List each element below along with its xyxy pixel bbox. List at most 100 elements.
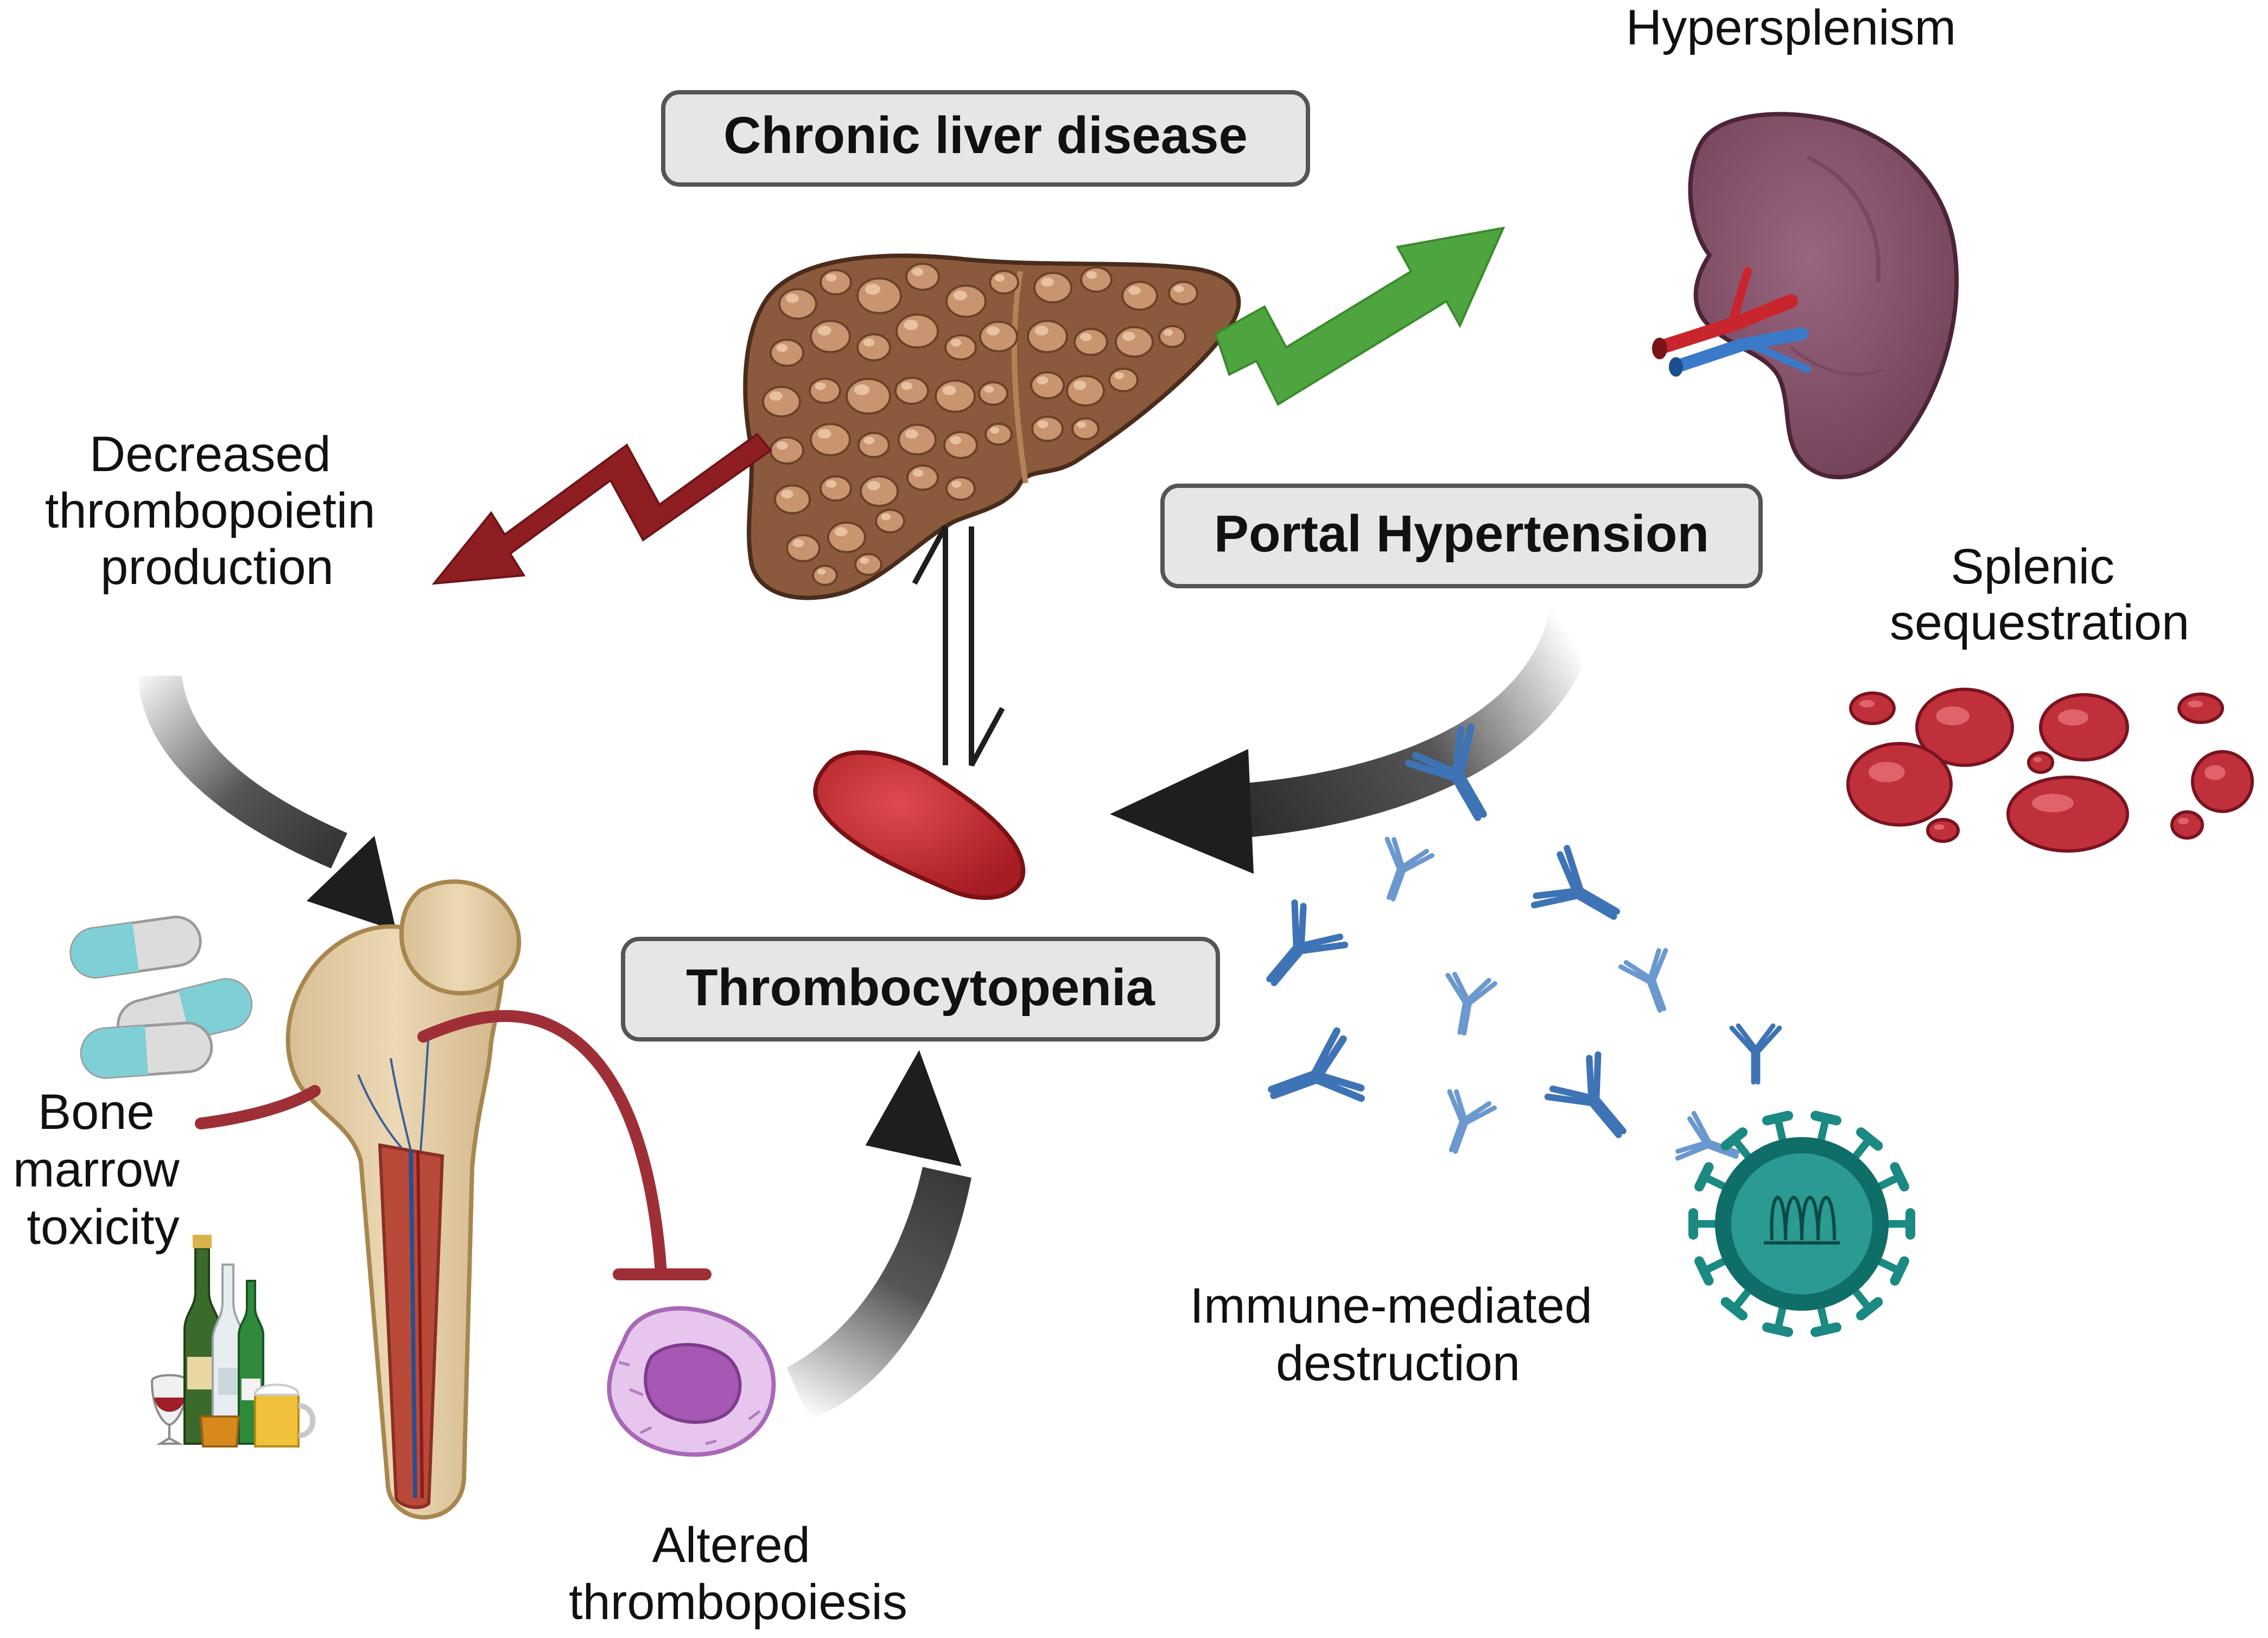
altered-thrombopoiesis-label: Altered thrombopoiesis — [569, 1518, 907, 1630]
liver-nodule-highlight — [1122, 332, 1135, 341]
liver-nodule — [1115, 326, 1154, 358]
platelet-highlight — [1936, 706, 1970, 726]
liver-nodule — [819, 475, 852, 502]
chronic-liver-disease-label: Chronic liver disease — [723, 106, 1248, 164]
sequestered-platelet — [1926, 818, 1960, 843]
liver-nodule-highlight — [986, 326, 1000, 336]
platelet-highlight — [1869, 761, 1905, 783]
splenic-sequestration-label: Splenic sequestration — [1890, 539, 2189, 650]
liver-nodule-highlight — [825, 274, 837, 282]
liver-nodule — [854, 553, 882, 576]
virus-spike-head — [1856, 1297, 1883, 1320]
portal-to-thrombocytopenia-arrow — [1110, 594, 1598, 874]
liver-nodule-highlight — [904, 320, 918, 331]
liver-nodule-highlight — [912, 268, 924, 276]
decreased-tpo-label: Decreased thrombopoietin production — [45, 427, 389, 595]
platelet-highlight — [1934, 824, 1945, 830]
liver-nodule — [846, 378, 891, 415]
sequestered-platelet — [2039, 693, 2129, 761]
green-zigzag-arrow — [1214, 226, 1505, 406]
liver-nodule-highlight — [1034, 326, 1049, 336]
liver-nodule-highlight — [995, 274, 1005, 282]
antibody-icon — [1729, 1023, 1782, 1085]
femur-illustration — [285, 879, 522, 1520]
liver-nodule — [979, 320, 1018, 353]
liver-nodule-highlight — [834, 527, 848, 537]
liver-nodule — [1066, 374, 1105, 407]
liver-nodule — [935, 379, 976, 413]
liver-nodule — [945, 476, 976, 501]
liver-nodule-highlight — [1128, 286, 1141, 295]
liver-nodule — [770, 436, 804, 465]
liver-nodule-highlight — [1037, 376, 1049, 385]
liver-nodule — [944, 334, 977, 361]
sequestered-platelet — [1846, 742, 1953, 827]
liver-nodule-highlight — [905, 429, 918, 439]
virus-spike-head — [1694, 1162, 1714, 1192]
sequestered-platelet — [2006, 776, 2129, 853]
liver-nodule — [786, 534, 821, 562]
liver-nodule — [770, 339, 804, 367]
liver-nodule — [827, 521, 866, 554]
virus-spike-head — [1890, 1256, 1909, 1286]
liver-illustration — [743, 253, 1241, 600]
liver-nodule-highlight — [942, 385, 956, 396]
liver-nodule-highlight — [950, 436, 962, 445]
liver-nodule — [1071, 417, 1100, 441]
liver-nodule-highlight — [776, 344, 788, 352]
sequestered-platelet — [1849, 691, 1896, 725]
portal-hypertension-box: Portal Hypertension — [1160, 484, 1763, 588]
liver-nodule-highlight — [769, 391, 783, 401]
liver-nodule — [810, 320, 851, 353]
virus-spike-head — [1762, 1322, 1793, 1337]
liver-nodule-highlight — [1174, 285, 1184, 293]
liver-nodule-highlight — [817, 326, 831, 336]
antibody-icon — [1266, 899, 1349, 986]
liver-nodule-highlight — [1037, 420, 1049, 428]
immune-mediated-label: Immune-mediated destruction — [1190, 1278, 1606, 1391]
liver-nodule-highlight — [984, 385, 994, 393]
liver-nodule — [762, 385, 801, 418]
liver-nodule-highlight — [817, 568, 826, 575]
liver-nodule — [1033, 271, 1072, 304]
liver-nodule-highlight — [867, 481, 880, 491]
liver-nodule — [895, 313, 939, 349]
antibody-icon — [1405, 723, 1487, 821]
sequestered-platelet — [2191, 750, 2254, 813]
liver-nodule-highlight — [815, 382, 826, 390]
liver-nodule — [1158, 325, 1186, 348]
liver-nodule — [1108, 367, 1139, 392]
liver-nodule-highlight — [1077, 421, 1087, 428]
liver-nodule — [1080, 266, 1113, 293]
sequestered-platelet — [1915, 688, 2014, 767]
liver-nodule — [1027, 320, 1068, 353]
liver-nodule-highlight — [951, 480, 962, 488]
sequestered-platelet — [2027, 751, 2054, 774]
virus-spike-head — [1720, 1297, 1748, 1320]
bone-marrow-toxicity-label: Bone marrow toxicity — [13, 1084, 193, 1255]
antibody-icon — [1544, 1051, 1627, 1138]
antibodies — [1266, 723, 1782, 1161]
megakaryocyte-icon — [607, 1306, 776, 1457]
liver-nodule — [1030, 371, 1065, 399]
liver-nodule — [978, 381, 1008, 406]
virus-spike-head — [1810, 1110, 1842, 1126]
chronic-liver-disease-box: Chronic liver disease — [661, 90, 1310, 187]
liver-nodule — [812, 564, 838, 586]
liver-nodule-highlight — [785, 294, 799, 303]
liver-nodule — [894, 377, 929, 405]
liver-nodule-highlight — [1086, 271, 1097, 279]
platelet-highlight — [2188, 700, 2203, 708]
liver-nodule-highlight — [990, 427, 1000, 434]
tpo-to-bone-arrow — [138, 676, 396, 931]
platelet-highlight — [2032, 793, 2074, 812]
liver-nodule — [778, 288, 817, 320]
platelet-icon — [813, 750, 1026, 900]
liver-nodule — [856, 333, 891, 361]
liver-nodule-highlight — [865, 284, 880, 295]
liver-nodule — [774, 484, 811, 515]
liver-nodule — [989, 270, 1019, 295]
platelet-highlight — [1859, 700, 1875, 708]
liver-nodule — [943, 431, 978, 459]
spleen-illustration — [1652, 112, 1959, 480]
